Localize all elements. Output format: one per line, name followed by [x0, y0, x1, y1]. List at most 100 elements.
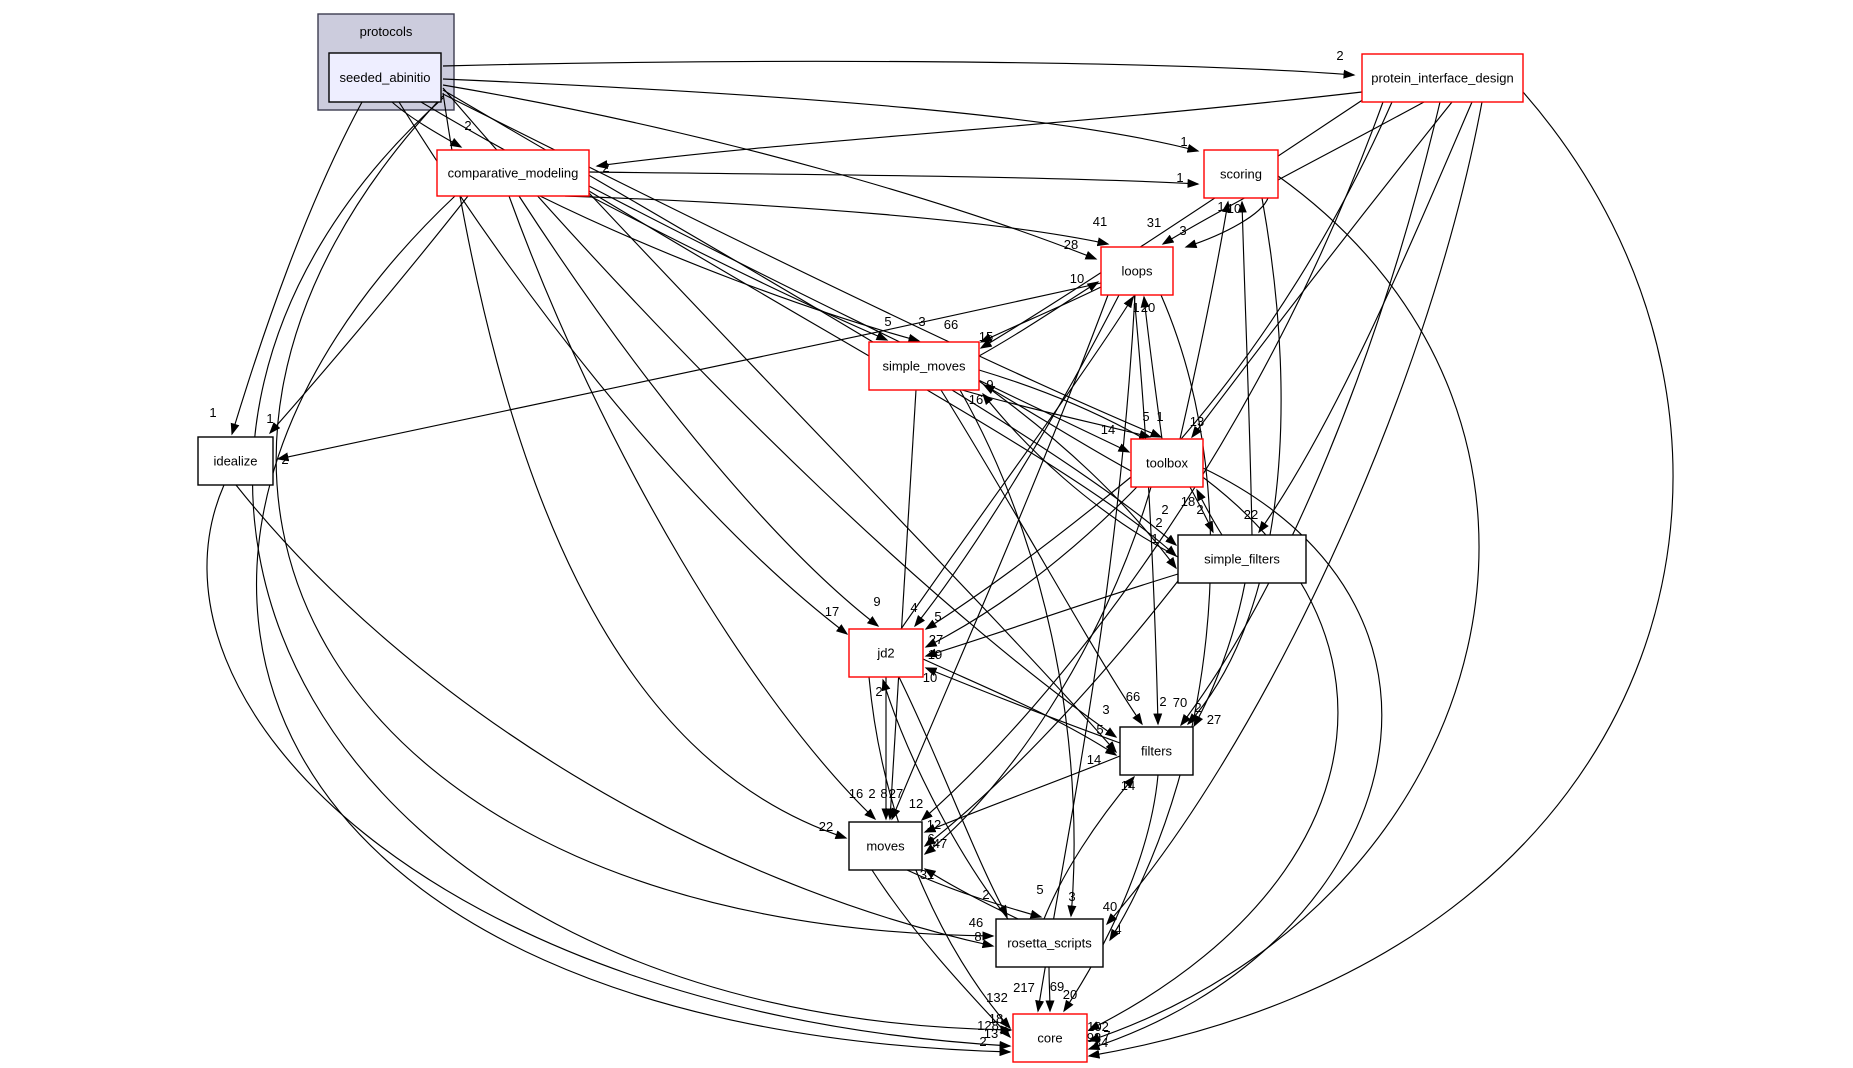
edge-protein_interface_design-comparative_modeling [595, 91, 1363, 170]
edge-label-toolbox-moves: 47 [933, 836, 947, 851]
node-box-protein_interface_design[interactable] [1361, 53, 1524, 103]
node-box-simple_filters[interactable] [1177, 534, 1307, 584]
edge-simple_filters-simple_moves [982, 392, 1179, 558]
node-core[interactable]: core [1012, 1013, 1088, 1063]
edge-label-simple_filters-moves: 6 [927, 831, 934, 846]
node-rosetta_scripts[interactable]: rosetta_scripts [995, 918, 1104, 968]
edge-toolbox-scoring [1179, 200, 1231, 440]
edge-loops-simple_moves [979, 286, 1102, 343]
edge-jd2-loops [900, 295, 1134, 630]
node-box-seeded_abinitio[interactable] [328, 52, 442, 103]
edge-simple_moves-rosetta_scripts [959, 389, 1077, 918]
edge-loops-rosetta_scripts [1109, 294, 1212, 942]
node-filters[interactable]: filters [1119, 726, 1194, 776]
edge-label-jd2-rosetta_scripts: 2 [982, 887, 989, 902]
node-idealize[interactable]: idealize [197, 436, 274, 486]
edge-filters-moves [923, 755, 1121, 833]
edge-loops-idealize [276, 282, 1102, 462]
edge-label-protein_interface_design-filters: 70 [1173, 695, 1187, 710]
edge-loops-jd2 [914, 294, 1120, 628]
node-box-toolbox[interactable] [1130, 438, 1204, 488]
edge-label-loops-moves: 2 [868, 786, 875, 801]
edge-label-loops-core: 217 [1013, 980, 1035, 995]
node-loops[interactable]: loops [1100, 246, 1174, 296]
edge-label-seeded_abinitio-simple_moves: 5 [884, 314, 891, 329]
edge-label-seeded_abinitio-protein_interface_design: 2 [1336, 48, 1343, 63]
edge-comparative_modeling-jd2 [518, 195, 880, 627]
edge-toolbox-moves [923, 486, 1152, 855]
edge-simple_filters-jd2 [924, 573, 1179, 658]
edge-seeded_abinitio-idealize [230, 101, 363, 436]
node-label-scoring: scoring [1220, 167, 1262, 182]
edge-simple_filters-scoring [1237, 200, 1253, 536]
node-box-simple_moves[interactable] [868, 341, 980, 391]
edge-label-loops-rosetta_scripts: 4 [1114, 922, 1121, 937]
node-label-protein_interface_design: protein_interface_design [1371, 71, 1513, 86]
node-moves[interactable]: moves [848, 821, 923, 871]
node-simple_filters[interactable]: simple_filters [1177, 534, 1307, 584]
node-simple_moves[interactable]: simple_moves [868, 341, 980, 391]
edge-comparative_modeling-simple_moves [539, 195, 921, 343]
edge-seeded_abinitio-rosetta_scripts [275, 95, 995, 941]
node-box-moves[interactable] [848, 821, 923, 871]
edge-filters-jd2 [924, 667, 1121, 744]
node-label-jd2: jd2 [876, 646, 894, 661]
edge-label-seeded_abinitio-loops: 28 [1064, 237, 1078, 252]
edge-seeded_abinitio-toolbox [442, 93, 1163, 438]
edge-loops-filters [1133, 294, 1163, 726]
edge-loops-core [1035, 294, 1136, 1013]
edge-label-comparative_modeling-toolbox: 14 [1101, 422, 1115, 437]
edge-toolbox-core [1087, 467, 1383, 1051]
edge-label-filters-core: 20 [1063, 987, 1077, 1002]
edge-filters-core [1063, 774, 1159, 1013]
edge-toolbox-loops [1140, 295, 1163, 440]
edge-jd2-rosetta_scripts [898, 676, 1008, 918]
node-box-filters[interactable] [1119, 726, 1194, 776]
edge-label-simple_filters-scoring: 10 [1227, 201, 1241, 216]
edge-rosetta_scripts-filters [1043, 775, 1135, 920]
node-scoring[interactable]: scoring [1203, 149, 1279, 199]
edge-comparative_modeling-scoring [588, 171, 1200, 188]
node-seeded_abinitio[interactable]: seeded_abinitio [328, 52, 442, 103]
edge-protein_interface_design-moves [920, 101, 1384, 821]
node-label-core: core [1037, 1031, 1062, 1046]
edge-label-protein_interface_design-rosetta_scripts: 40 [1103, 899, 1117, 914]
edge-label-simple_moves-simple_filters: 1 [1151, 531, 1158, 546]
edge-label-seeded_abinitio-moves: 22 [819, 819, 833, 834]
edge-label-comparative_modeling-loops: 41 [1093, 214, 1107, 229]
edge-simple_moves-filters [940, 389, 1143, 726]
node-toolbox[interactable]: toolbox [1130, 438, 1204, 488]
node-box-loops[interactable] [1100, 246, 1174, 296]
edge-label-simple_moves-loops: 10 [1070, 271, 1084, 286]
edge-simple_filters-toolbox [1196, 488, 1223, 536]
edge-label-simple_moves-core: 102 [1087, 1019, 1109, 1034]
node-box-idealize[interactable] [197, 436, 274, 486]
edge-label-toolbox-simple_filters: 18 [1181, 494, 1195, 509]
node-box-comparative_modeling[interactable] [436, 149, 590, 197]
edge-label-comparative_modeling-idealize: 1 [266, 411, 273, 426]
edge-label-toolbox-core: 84 [1094, 1035, 1108, 1050]
node-jd2[interactable]: jd2 [848, 628, 924, 678]
edge-label-scoring-core: 93 [1087, 1030, 1101, 1045]
node-label-simple_filters: simple_filters [1204, 552, 1280, 567]
edge-label-jd2-moves: 27 [889, 786, 903, 801]
edge-loops-moves [891, 294, 1109, 821]
node-protein_interface_design[interactable]: protein_interface_design [1361, 53, 1524, 103]
edge-label-seeded_abinitio-scoring: 1 [1180, 134, 1187, 149]
node-box-jd2[interactable] [848, 628, 924, 678]
edge-label-toolbox-scoring: 1 [1217, 199, 1224, 214]
node-box-scoring[interactable] [1203, 149, 1279, 199]
node-box-core[interactable] [1012, 1013, 1088, 1063]
edge-label-protein_interface_design-core: 7 [1103, 1028, 1110, 1043]
edge-moves-core [871, 869, 1012, 1039]
node-comparative_modeling[interactable]: comparative_modeling [436, 149, 590, 197]
edge-idealize-rosetta_scripts [235, 484, 995, 949]
edge-scoring-core [1087, 175, 1480, 1042]
edge-label-loops-jd2: 4 [910, 600, 917, 615]
node-box-rosetta_scripts[interactable] [995, 918, 1104, 968]
edge-label-seeded_abinitio-idealize: 1 [209, 405, 216, 420]
edge-simple_filters-moves [923, 580, 1179, 847]
edge-label-rosetta_scripts-core: 69 [1050, 979, 1064, 994]
